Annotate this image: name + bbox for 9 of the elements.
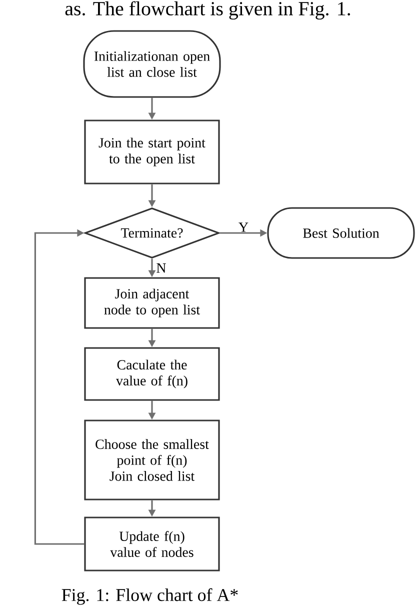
process-box: Join adjacent node to open list [84,277,220,329]
process-box: Update f(n) value of nodes [84,516,220,572]
edge-label: Y [238,222,248,232]
figure-caption: Fig. 1: Flow chart of A* [62,588,238,605]
process-box: Caculate the value of f(n) [84,347,220,401]
process-box: Choose the smallest point of f(n) Join closed list [84,420,220,500]
process-box: Join the start point to the open list [84,120,220,184]
arrow [34,229,84,545]
edge-label: N [156,263,166,273]
